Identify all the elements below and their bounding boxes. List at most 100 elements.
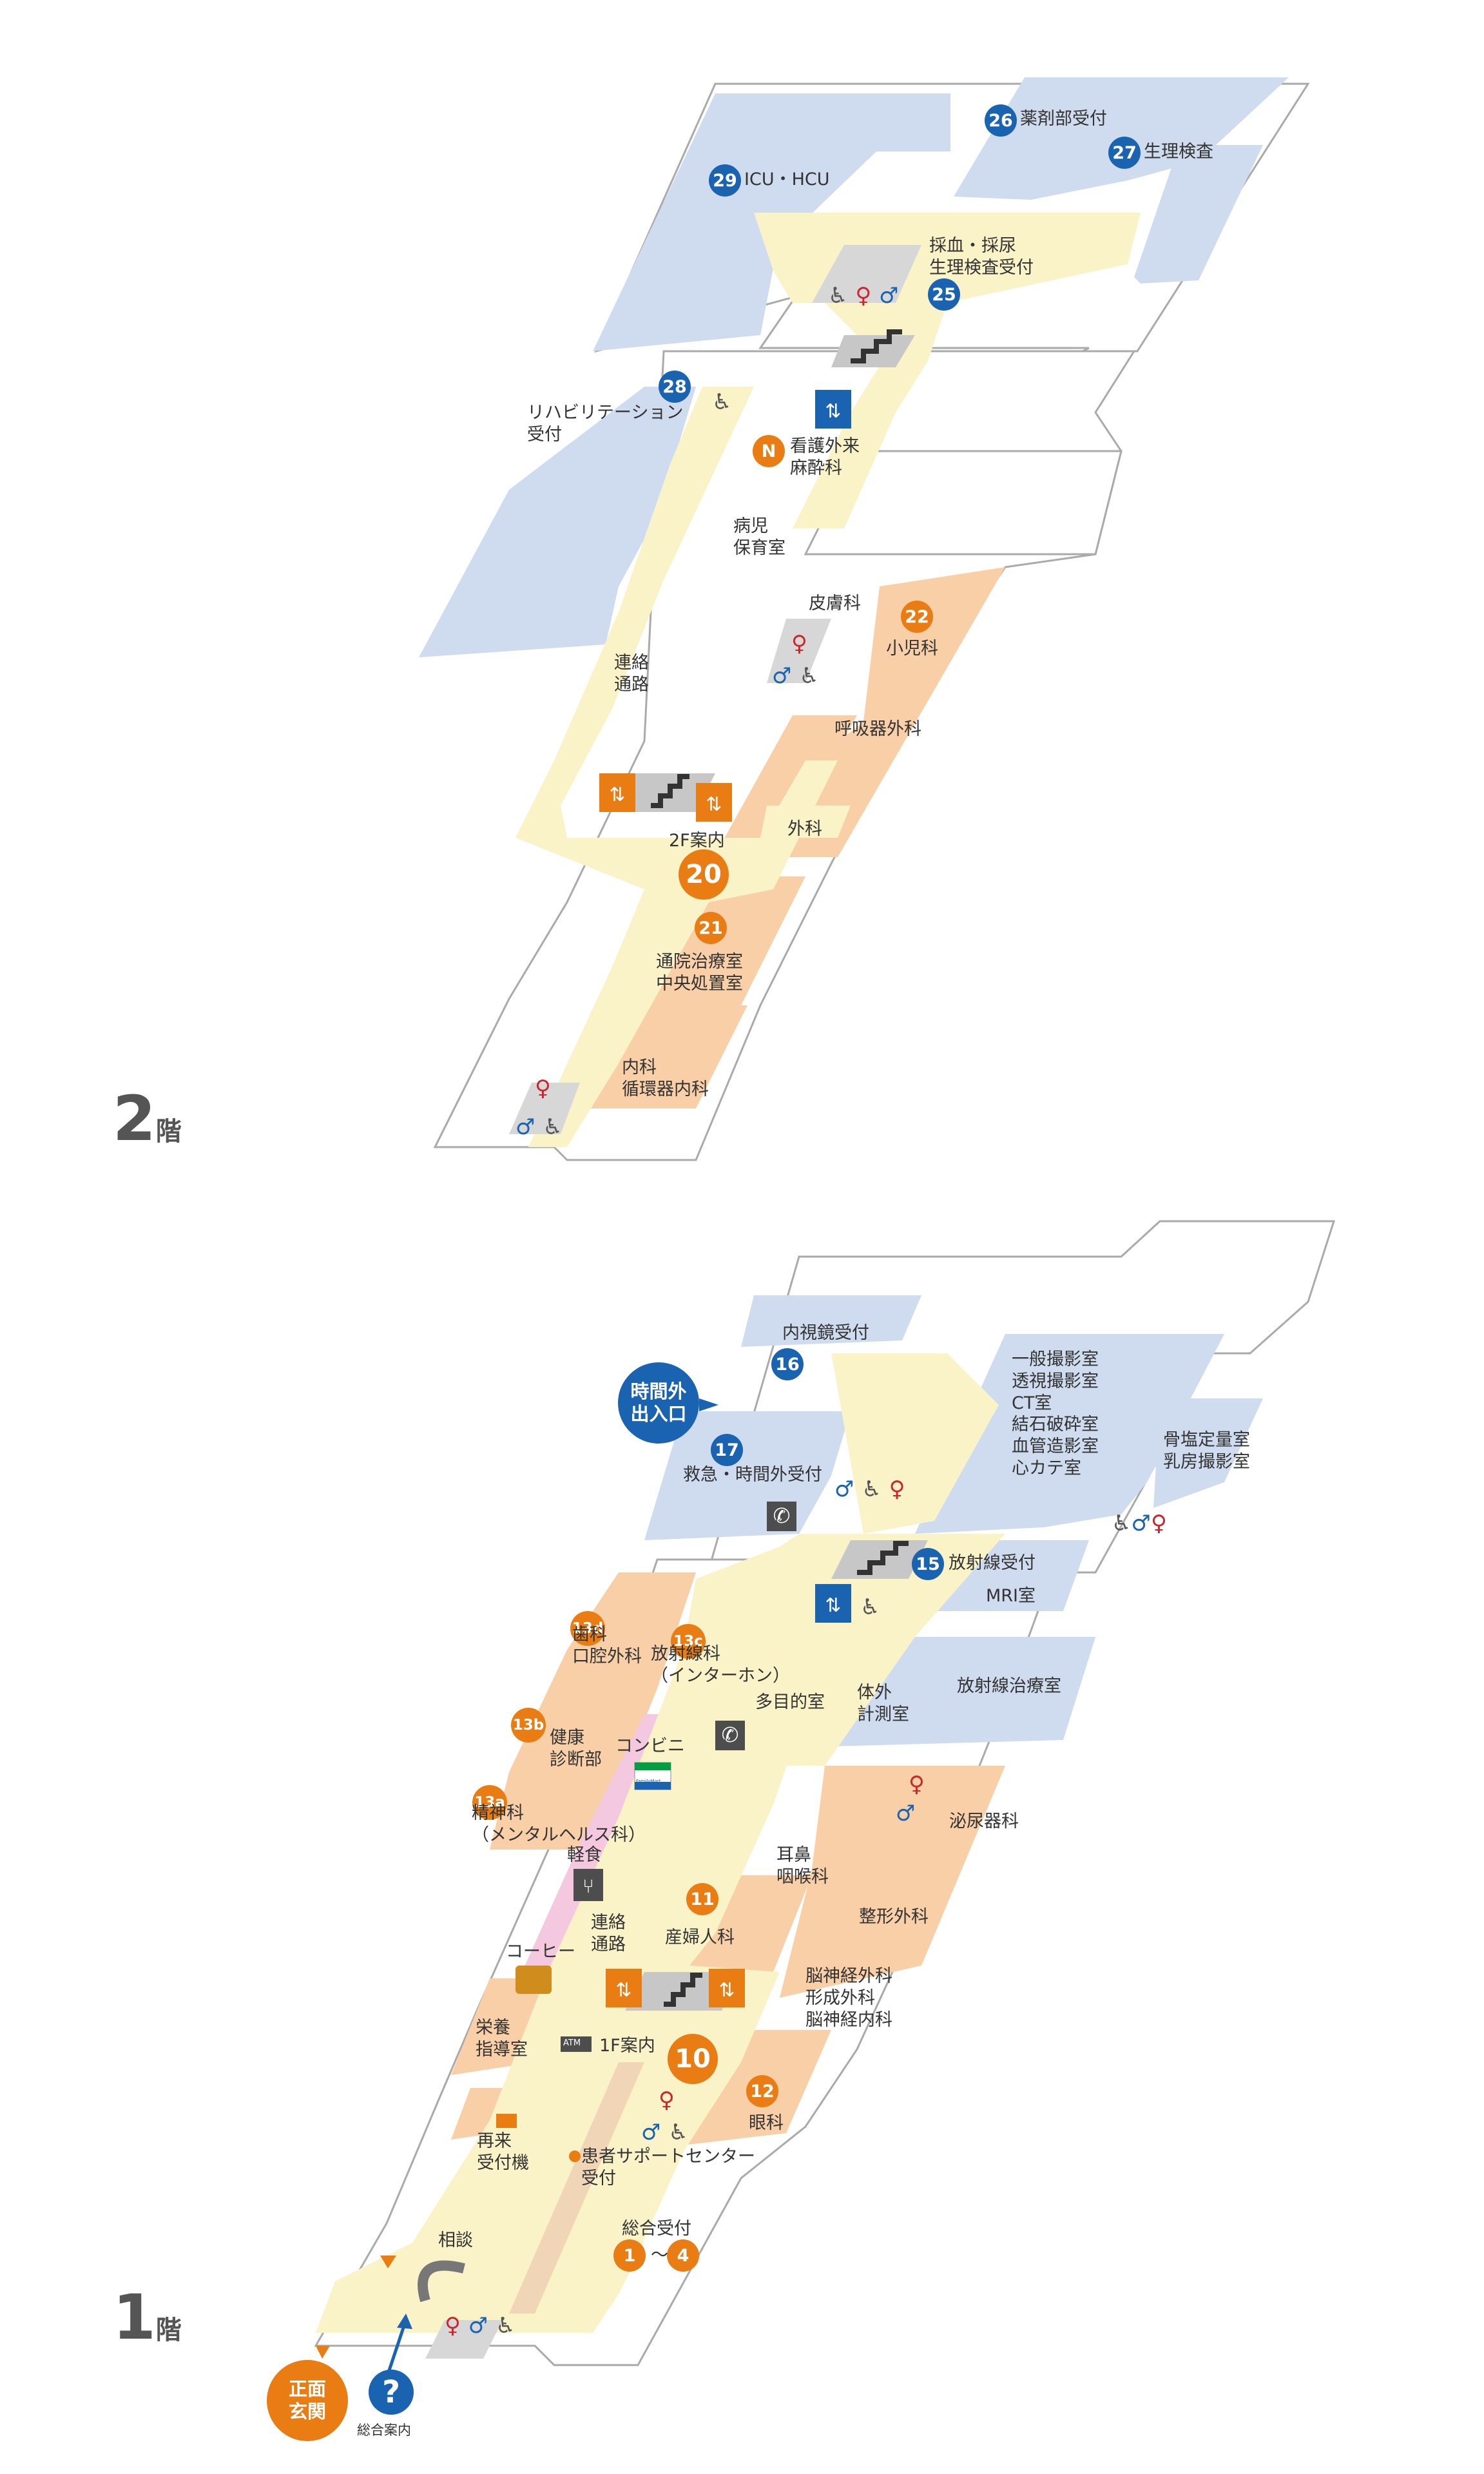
label-neuro: 脳神経外科 形成外科 脳神経内科 — [805, 1966, 892, 2030]
info-arrow-line — [385, 2319, 408, 2379]
entrance-curve — [418, 2260, 465, 2303]
afterhours-entrance[interactable]: 時間外 出入口 — [618, 1362, 699, 1444]
badge-25[interactable]: 25 — [928, 278, 960, 311]
restroom-icon-2f-mid-f: ♀ — [791, 631, 807, 657]
label-interphone: 放射線科 （インターホン） — [651, 1644, 790, 1686]
wheelchair-icon-2f-rehab: ♿ — [712, 389, 731, 415]
restroom-icon-1f-urology: ♂ — [896, 1801, 915, 1826]
corridor-2f-main — [516, 387, 838, 1147]
stairs-icon-2f-mid — [651, 774, 689, 808]
svg-text:⇅: ⇅ — [825, 400, 841, 423]
emergency-area — [644, 1411, 851, 1540]
label-consult: 相談 — [438, 2230, 473, 2250]
restroom-icon-1f-elevator: ♿ — [860, 1594, 880, 1620]
badge-16[interactable]: 16 — [771, 1348, 804, 1380]
label-dental: 歯科 口腔外科 — [572, 1625, 642, 1667]
floor-1-plan: ✆ ✆ ⑂ — [314, 1220, 1336, 2379]
elevator-icons: ⇅ ⇅ ⇅ ⇅ ⇅ ⇅ — [599, 390, 851, 2007]
floor-2-number: 2 — [113, 1083, 156, 1155]
restroom-icon-2f-bottom-f: ♀ — [535, 1076, 551, 1101]
label-info-1f: 1F案内 — [599, 2036, 655, 2056]
coffee-icon — [516, 1966, 552, 1994]
elevator-icon-2f-left — [599, 773, 635, 812]
restroom-icon-2f-mid: ♂ ♿ — [772, 663, 819, 689]
label-outpatient: 通院治療室 中央処置室 — [656, 952, 743, 994]
badge-12[interactable]: 12 — [746, 2075, 778, 2107]
main-entrance[interactable]: 正面 玄関 — [267, 2360, 348, 2441]
label-health: 健康 診断部 — [550, 1728, 602, 1770]
badge-13a[interactable]: 13a — [472, 1785, 507, 1820]
label-bodymeasure: 体外 計測室 — [857, 1683, 909, 1725]
badge-15[interactable]: 15 — [912, 1548, 944, 1580]
label-bone: 骨塩定量室 乳房撮影室 — [1163, 1430, 1250, 1472]
revisit-machine-icon — [496, 2114, 517, 2128]
phone-icon-1f-mid — [715, 1721, 745, 1750]
label-surgery: 外科 — [787, 819, 822, 839]
label-snack: 軽食 — [567, 1845, 602, 1865]
stairs-icon-1f-south — [664, 1973, 702, 2007]
label-mri: MRI室 — [986, 1586, 1036, 1606]
label-multipurpose: 多目的室 — [755, 1692, 825, 1712]
label-rehab: リハビリテーション 受付 — [527, 403, 684, 445]
label-blood: 採血・採尿 生理検査受付 — [929, 236, 1034, 278]
entrance-triangle-bottom — [316, 2346, 330, 2359]
label-coffee: コーヒー — [506, 1942, 575, 1962]
elevator-icon-1f-top — [815, 1584, 851, 1623]
label-corridor-1f: 連絡 通路 — [591, 1913, 626, 1955]
corridor-2f-connector — [760, 806, 851, 838]
restroom-icon-1f-eye: ♂ ♿ — [641, 2120, 688, 2145]
svg-text:⇅: ⇅ — [706, 793, 722, 816]
food-icon — [573, 1869, 603, 1901]
label-derm: 皮膚科 — [809, 594, 861, 614]
badge-N[interactable]: N — [753, 435, 785, 467]
label-radiotherapy: 放射線治療室 — [957, 1676, 1061, 1696]
restroom-icons: ♿ ♀ ♂ ♿ ♀ ♂ ♿ ♀ ♂ ♿ ♂ ♿ ♀ ♿♂♀ ♿ ♀ ♂ ♀ ♂ … — [445, 283, 1167, 2339]
badge-17[interactable]: 17 — [711, 1434, 743, 1466]
rehab-area — [419, 387, 696, 657]
badge-22[interactable]: 22 — [901, 601, 933, 633]
floor-label-2f: 2階 — [113, 1083, 182, 1155]
toilet-core-2f-top — [812, 245, 921, 303]
restroom-icon-1f-entrance: ♀ ♂ ♿ — [445, 2313, 516, 2339]
badge-13c[interactable]: 13c — [671, 1624, 706, 1659]
label-atm: ATM — [563, 2038, 581, 2048]
badge-11[interactable]: 11 — [686, 1883, 718, 1915]
stairs-icon-1f-north — [857, 1541, 909, 1575]
svg-text:⇅: ⇅ — [609, 784, 625, 806]
label-radiology: 放射線受付 — [949, 1553, 1036, 1573]
floor-2-suffix: 階 — [155, 1117, 182, 1146]
corridor-1f-east — [773, 1534, 1005, 1766]
info-arrow-head — [397, 2314, 412, 2329]
badge-13b[interactable]: 13b — [511, 1708, 546, 1743]
entrance-triangle-top — [380, 2256, 396, 2268]
corridor-1f-main — [316, 1534, 915, 2333]
badge-28[interactable]: 28 — [659, 371, 691, 403]
badge-4[interactable]: 4 — [667, 2239, 699, 2272]
badge-29[interactable]: 29 — [709, 164, 741, 197]
ramp-stripes — [509, 2062, 644, 2314]
badge-20[interactable]: 20 — [679, 849, 729, 900]
label-tilde: 〜 — [651, 2245, 668, 2265]
badge-26[interactable]: 26 — [985, 104, 1017, 137]
label-internal: 内科 循環器内科 — [622, 1058, 709, 1099]
badge-21[interactable]: 21 — [695, 912, 727, 944]
badge-13d[interactable]: 13d — [570, 1611, 605, 1646]
label-endoscopy: 内視鏡受付 — [782, 1323, 869, 1343]
elevator-icon-1f-right — [709, 1969, 745, 2007]
help-icon[interactable]: ? — [369, 2370, 414, 2415]
phone-icon-1f-north — [767, 1502, 796, 1531]
floor-label-1f: 1階 — [113, 2281, 182, 2353]
radiology-area — [915, 1334, 1224, 1534]
stairs-1f-north — [831, 1540, 928, 1579]
label-info-2f: 2F案内 — [669, 831, 725, 851]
toilet-core-1f-bottom — [425, 2320, 503, 2359]
badge-10[interactable]: 10 — [668, 2034, 718, 2084]
badge-1[interactable]: 1 — [613, 2239, 646, 2272]
badge-27[interactable]: 27 — [1108, 137, 1141, 169]
atm-icon — [561, 2036, 592, 2052]
label-info-desk: 総合案内 — [357, 2422, 411, 2438]
restroom-icon-1f-bone: ♿♂♀ — [1112, 1511, 1167, 1536]
afterhours-arrow — [699, 1398, 718, 1411]
label-corridor-2f: 連絡 通路 — [614, 653, 649, 695]
